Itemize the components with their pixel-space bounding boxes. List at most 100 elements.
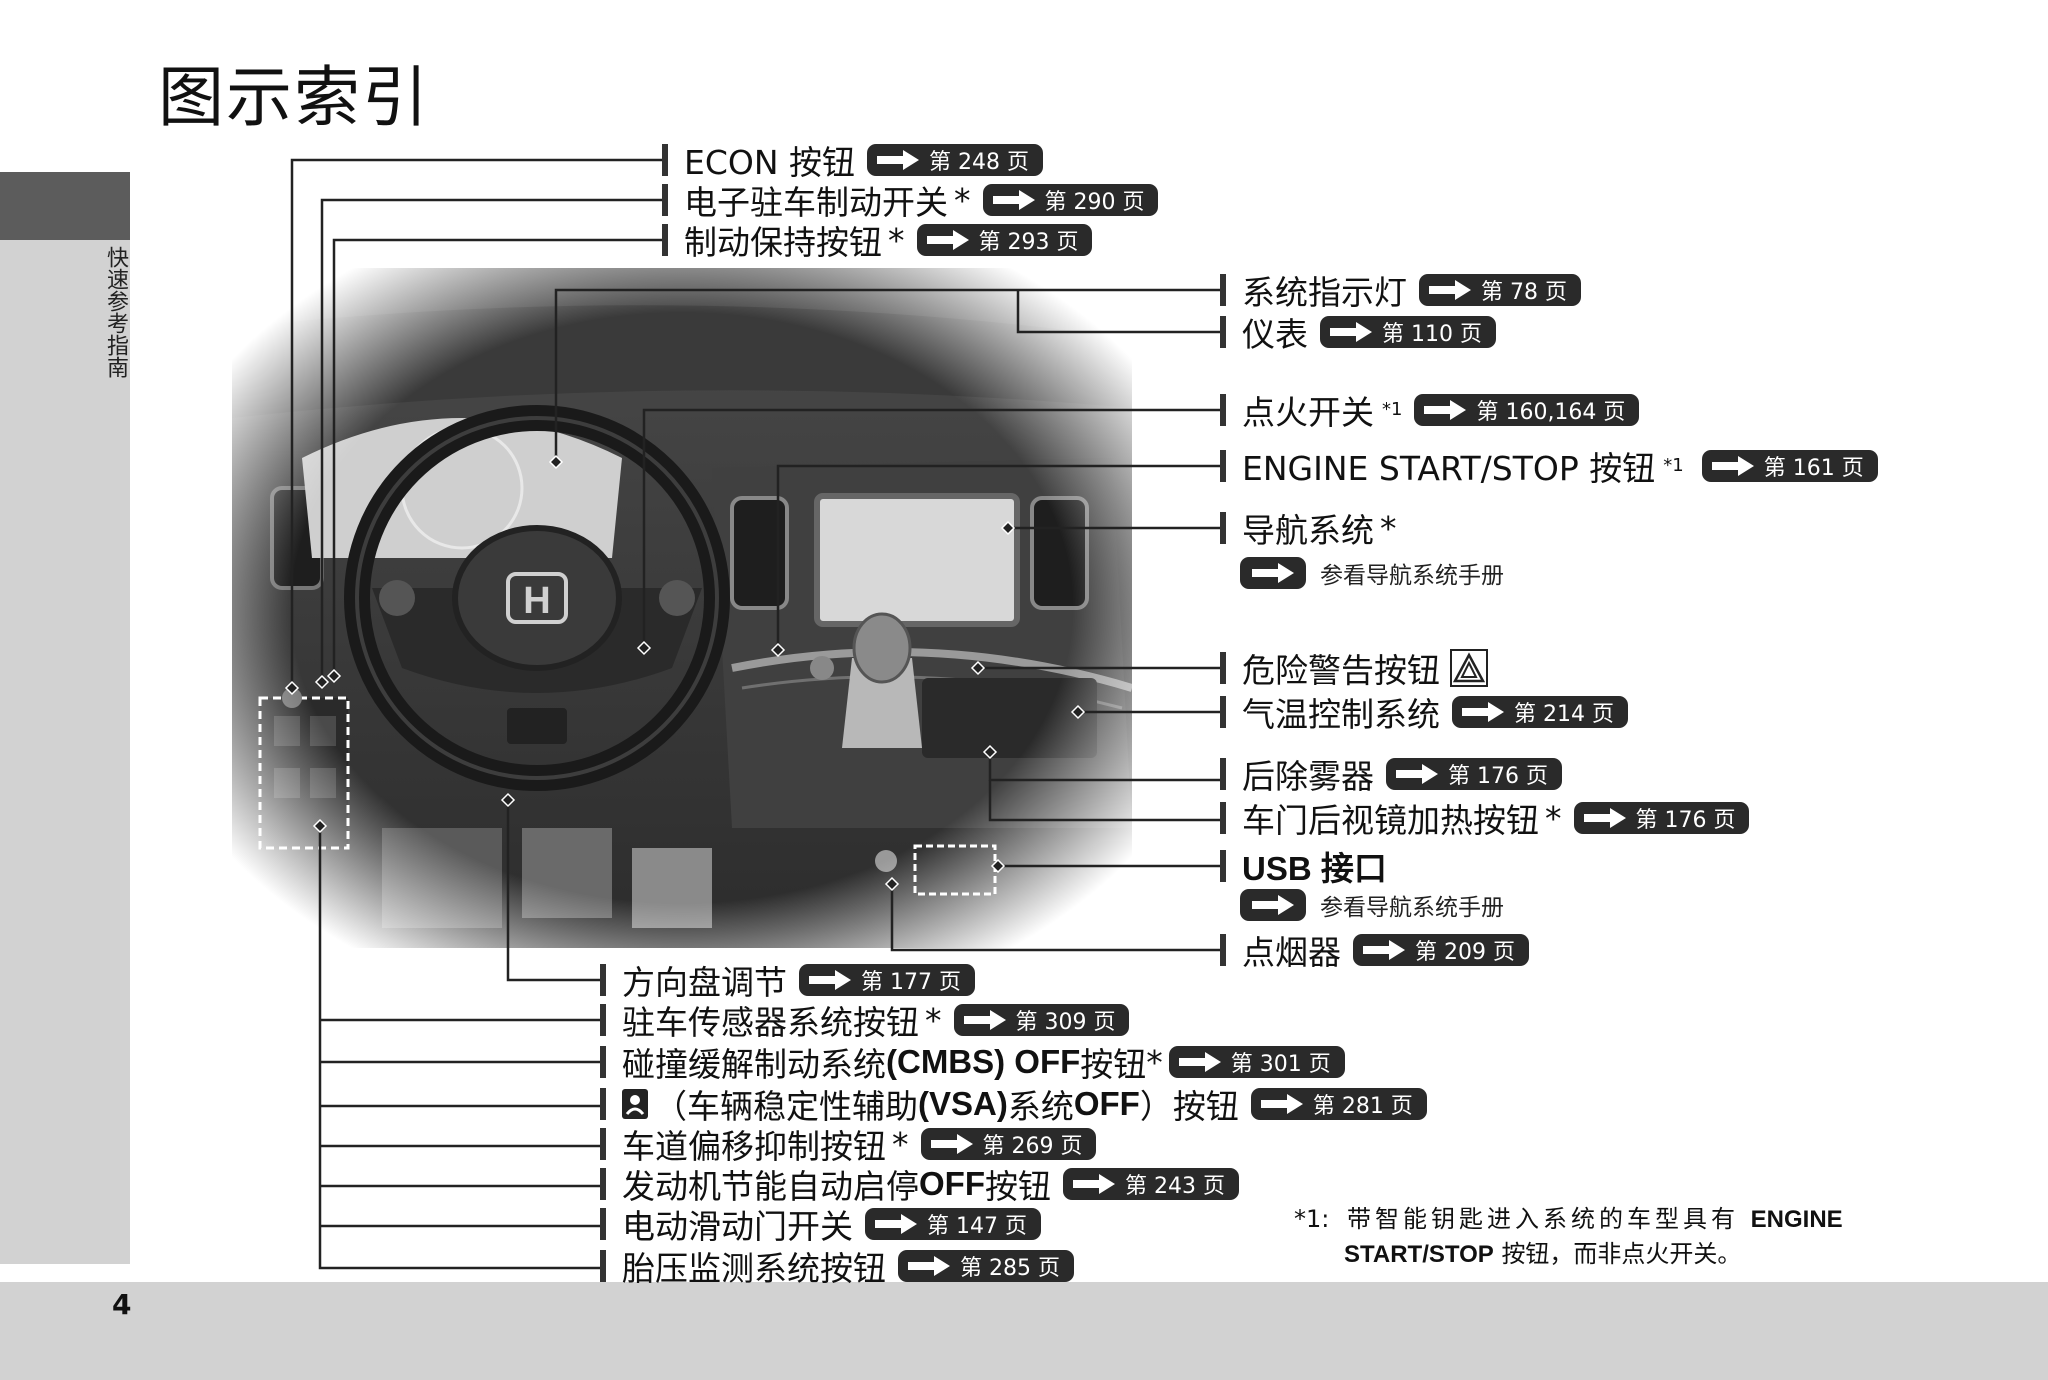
page-ref-vsa[interactable]: 第 281 页: [1250, 1088, 1427, 1120]
label-hazard-button: 危险警告按钮: [1220, 648, 1488, 690]
label-text: 系统指示灯: [1242, 273, 1407, 312]
page-ref-rear-defrost[interactable]: 第 176 页: [1386, 758, 1562, 790]
page-ref-epb[interactable]: 第 290 页: [982, 184, 1159, 216]
page-ref-ignition[interactable]: 第 160,164 页: [1414, 394, 1640, 426]
page-title: 图示索引: [158, 59, 430, 136]
page-ref-text: 第 214 页: [1514, 702, 1614, 727]
arrow-right-icon: [1328, 321, 1374, 343]
option-star: *: [1380, 508, 1397, 548]
page-ref-text: 第 209 页: [1415, 940, 1515, 965]
label-bar: [600, 964, 606, 996]
label-tpms-button: 胎压监测系统按钮 第 285 页: [600, 1246, 1074, 1288]
label-steering-adjustment: 方向盘调节 第 177 页: [600, 960, 975, 1002]
label-climate-control: 气温控制系统 第 214 页: [1220, 692, 1628, 734]
label-text: 车门后视镜加热按钮: [1242, 801, 1539, 840]
footnote-marker: *1: [1382, 399, 1403, 420]
page-ref-text: 第 78 页: [1481, 280, 1567, 305]
arrow-right-icon: [1071, 1173, 1117, 1195]
arrow-right-icon: [873, 1213, 919, 1235]
arrow-right-icon: [906, 1255, 952, 1277]
arrow-right-icon: [929, 1133, 975, 1155]
arrow-right-icon: [1177, 1051, 1223, 1073]
bottom-band: [0, 1282, 2048, 1380]
label-bar: [1220, 316, 1226, 348]
page-ref-text: 第 309 页: [1015, 1010, 1116, 1035]
label-text-bold: (VSA): [918, 1085, 1008, 1122]
page-ref-econ[interactable]: 第 248 页: [867, 144, 1044, 176]
label-cigarette-lighter: 点烟器 第 209 页: [1220, 930, 1529, 972]
footnote-text-bold: START/STOP: [1344, 1241, 1494, 1268]
label-text: 点烟器: [1242, 933, 1341, 972]
label-bar: [1220, 394, 1226, 426]
arrow-right-icon: [1394, 763, 1440, 785]
label-text: （车辆稳定性辅助: [654, 1087, 918, 1126]
label-brake-hold: 制动保持按钮 * 第 293 页: [662, 220, 1093, 262]
page-ref-cmbs[interactable]: 第 301 页: [1168, 1046, 1345, 1078]
page-ref-ldw[interactable]: 第 269 页: [920, 1128, 1097, 1160]
label-bar: [600, 1004, 606, 1036]
arrow-right-icon: [1710, 455, 1756, 477]
label-power-sliding-door: 电动滑动门开关 第 147 页: [600, 1204, 1041, 1246]
page-ref-lighter[interactable]: 第 209 页: [1353, 934, 1529, 966]
navi-manual-ref[interactable]: 参看导航系统手册: [1240, 556, 1504, 590]
dashboard-photo: H: [232, 268, 1132, 948]
label-lane-departure: 车道偏移抑制按钮 * 第 269 页: [600, 1124, 1097, 1166]
page-ref-text: 第 161 页: [1763, 456, 1864, 481]
label-electric-parking-brake: 电子驻车制动开关 * 第 290 页: [662, 180, 1159, 222]
page-ref-text: 第 176 页: [1635, 808, 1736, 833]
page-ref-idle-stop[interactable]: 第 243 页: [1062, 1168, 1239, 1200]
label-text: ECON 按钮: [684, 143, 856, 182]
footnote-text-bold: ENGINE: [1750, 1206, 1843, 1233]
page-ref-text: 第 293 页: [978, 230, 1079, 255]
label-mirror-heater: 车门后视镜加热按钮 * 第 176 页: [1220, 798, 1750, 840]
page-ref-mirror-heat[interactable]: 第 176 页: [1573, 802, 1750, 834]
arrow-right-icon: [1259, 1093, 1305, 1115]
option-star: *: [1146, 1042, 1163, 1082]
vsa-off-icon: [622, 1089, 648, 1119]
label-text-bold: (CMBS) OFF: [886, 1043, 1081, 1080]
label-text: ）按钮: [1139, 1087, 1239, 1126]
page-ref-engine-start[interactable]: 第 161 页: [1701, 450, 1878, 482]
label-text: 胎压监测系统按钮: [622, 1249, 886, 1288]
arrow-right-icon: [991, 189, 1037, 211]
label-navigation-system: 导航系统 *: [1220, 508, 1397, 550]
label-text: 系统: [1007, 1087, 1074, 1126]
page-ref-steering-adj[interactable]: 第 177 页: [799, 964, 975, 996]
footnote-line-2: START/STOP 按钮，而非点火开关。: [1294, 1237, 1934, 1272]
page-ref-indicators[interactable]: 第 78 页: [1419, 274, 1581, 306]
label-bar: [662, 224, 668, 256]
page-ref-climate[interactable]: 第 214 页: [1452, 696, 1628, 728]
page-ref-text: 第 248 页: [929, 150, 1030, 175]
page-ref-gauges[interactable]: 第 110 页: [1320, 316, 1496, 348]
label-text: 电动滑动门开关: [622, 1207, 853, 1246]
label-text: 导航系统: [1242, 511, 1374, 550]
label-text: 车道偏移抑制按钮: [622, 1127, 886, 1166]
page-ref-parking-sensor[interactable]: 第 309 页: [953, 1004, 1130, 1036]
page-ref-tpms[interactable]: 第 285 页: [898, 1250, 1074, 1282]
label-text: ENGINE START/STOP 按钮: [1242, 449, 1656, 488]
footnote-text: 按钮，而非点火开关。: [1501, 1240, 1742, 1268]
footnote: *1: 带智能钥匙进入系统的车型具有 ENGINE START/STOP 按钮，…: [1294, 1202, 1934, 1272]
label-bar: [1220, 512, 1226, 544]
page-ref-text: 第 110 页: [1382, 322, 1482, 347]
label-idle-stop-off: 发动机节能自动启停 OFF 按钮 第 243 页: [600, 1164, 1239, 1206]
page-ref-text: 第 160,164 页: [1476, 400, 1626, 425]
label-bar: [1220, 652, 1226, 684]
label-text: 驻车传感器系统按钮: [622, 1003, 919, 1042]
label-bar: [600, 1088, 606, 1120]
page-ref-brake-hold[interactable]: 第 293 页: [916, 224, 1093, 256]
label-text: 方向盘调节: [622, 963, 787, 1002]
label-text: 碰撞缓解制动系统: [622, 1045, 886, 1084]
page-ref-text: 第 177 页: [861, 970, 961, 995]
label-text: 发动机节能自动启停: [622, 1167, 919, 1206]
footnote-marker: *1: [1663, 455, 1684, 476]
label-bar: [1220, 934, 1226, 966]
usb-manual-ref[interactable]: 参看导航系统手册: [1240, 888, 1504, 922]
page-ref-sliding-door[interactable]: 第 147 页: [865, 1208, 1041, 1240]
side-tab-marker: [0, 172, 130, 240]
arrow-right-icon: [1427, 279, 1473, 301]
footnote-text: 带智能钥匙进入系统的车型具有: [1347, 1205, 1751, 1233]
label-text: 气温控制系统: [1242, 695, 1440, 734]
label-text: USB 接口: [1242, 850, 1387, 887]
label-bar: [600, 1168, 606, 1200]
